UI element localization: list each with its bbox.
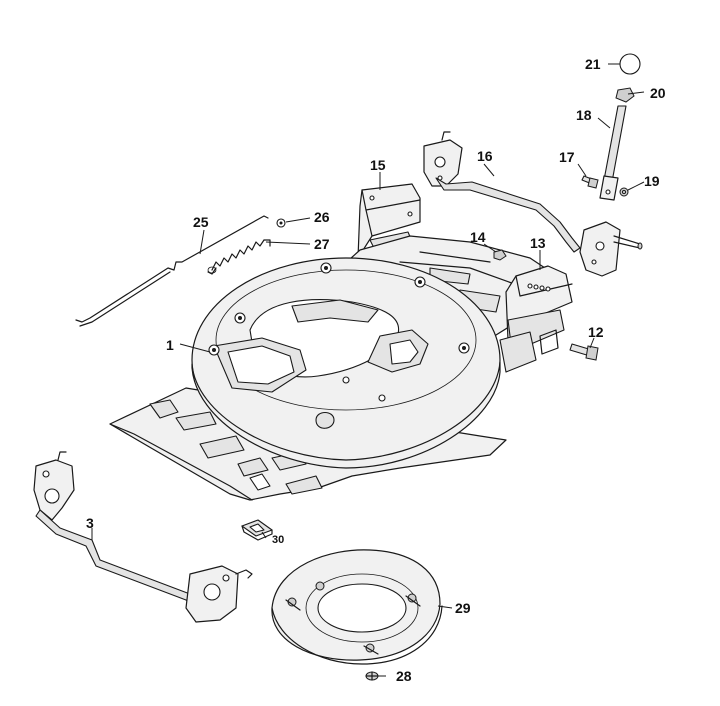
part-25-rod[interactable] <box>75 215 269 327</box>
part-26-washer[interactable] <box>276 218 286 228</box>
part-17-screw[interactable] <box>581 175 599 189</box>
label-17: 17 <box>559 149 575 165</box>
part-27-spring[interactable] <box>207 239 271 275</box>
label-15: 15 <box>370 157 386 173</box>
label-29: 29 <box>455 600 471 616</box>
part-13-side-flap[interactable] <box>499 265 573 373</box>
label-13: 13 <box>530 235 546 251</box>
label-26: 26 <box>314 209 330 225</box>
label-18: 18 <box>576 107 592 123</box>
label-21: 21 <box>585 56 601 72</box>
part-1-mower-deck[interactable] <box>109 257 507 501</box>
callout-labels: 1 3 12 13 14 15 16 17 18 19 20 21 25 26 … <box>86 56 666 684</box>
label-25: 25 <box>193 214 209 230</box>
part-21-knob[interactable] <box>619 53 641 75</box>
label-27: 27 <box>314 236 330 252</box>
label-20: 20 <box>650 85 666 101</box>
part-30-cover-plate[interactable] <box>241 519 273 541</box>
part-14-nut[interactable] <box>493 249 507 261</box>
label-16: 16 <box>477 148 493 164</box>
part-12-bolt[interactable] <box>569 343 599 361</box>
part-16-rear-height-lever[interactable] <box>423 131 643 277</box>
label-19: 19 <box>644 173 660 189</box>
label-14: 14 <box>470 229 486 245</box>
leader-lines <box>91 63 645 677</box>
label-12: 12 <box>588 324 604 340</box>
part-18-height-handle[interactable] <box>599 105 627 201</box>
label-3: 3 <box>86 515 94 531</box>
part-20-nut[interactable] <box>615 87 635 103</box>
part-19-nut[interactable] <box>619 187 629 197</box>
part-29-blade-guard[interactable] <box>271 549 443 665</box>
part-28-screw[interactable] <box>365 671 379 681</box>
label-28: 28 <box>396 668 412 684</box>
label-1: 1 <box>166 337 174 353</box>
label-30: 30 <box>272 534 284 546</box>
